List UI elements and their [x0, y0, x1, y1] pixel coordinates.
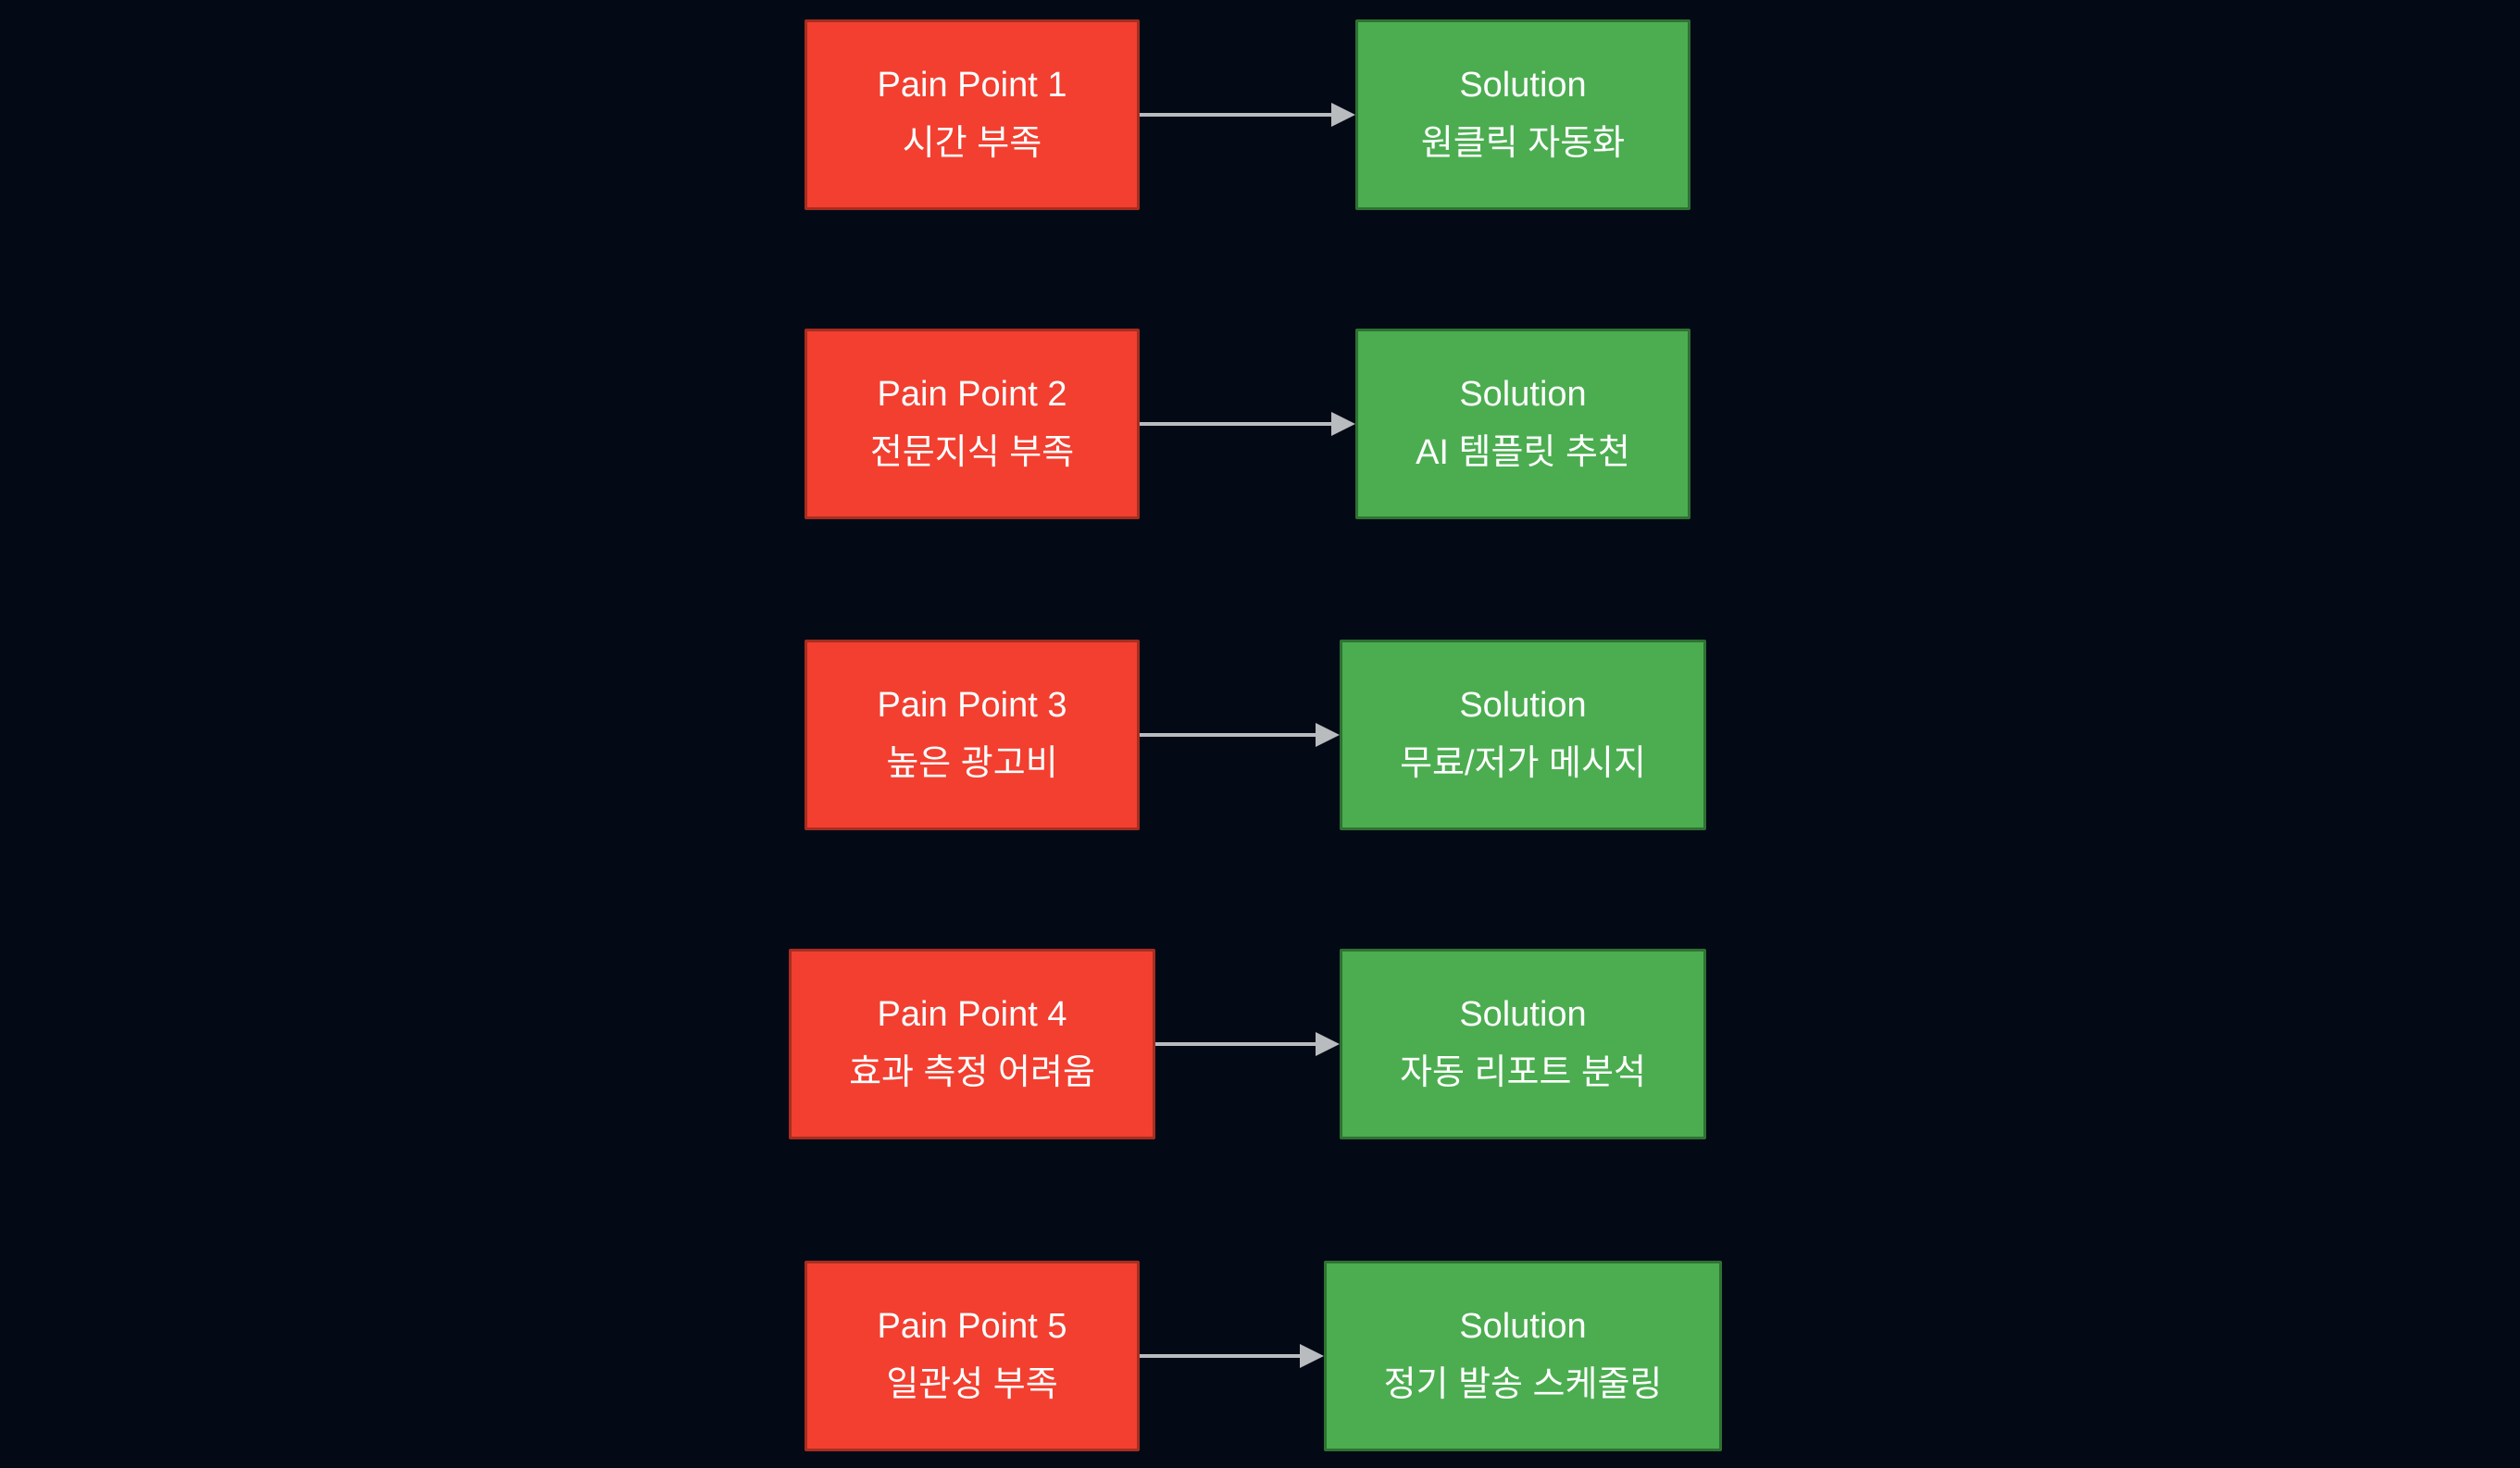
- arrow-connector: [1154, 1042, 1316, 1046]
- solution-column: Solution 정기 발송 스케줄링: [1264, 1261, 1782, 1451]
- pain-point-title: Pain Point 1: [877, 66, 1067, 105]
- pain-point-2-node: Pain Point 2 전문지식 부족: [805, 329, 1140, 519]
- solution-column: Solution AI 템플릿 추천: [1264, 329, 1782, 519]
- solution-title: Solution: [1459, 1307, 1587, 1346]
- pain-column: Pain Point 4 효과 측정 어려움: [713, 949, 1231, 1139]
- pain-point-label: 일관성 부족: [886, 1365, 1058, 1404]
- pain-column: Pain Point 2 전문지식 부족: [713, 329, 1231, 519]
- mapping-row-1: Pain Point 1 시간 부족 Solution 원클릭 자동화: [0, 19, 2520, 210]
- mapping-row-5: Pain Point 5 일관성 부족 Solution 정기 발송 스케줄링: [0, 1261, 2520, 1451]
- solution-title: Solution: [1459, 66, 1587, 105]
- pain-point-5-node: Pain Point 5 일관성 부족: [805, 1261, 1140, 1451]
- mapping-row-4: Pain Point 4 효과 측정 어려움 Solution 자동 리포트 분…: [0, 949, 2520, 1139]
- pain-point-title: Pain Point 5: [877, 1307, 1067, 1346]
- pain-point-label: 효과 측정 어려움: [849, 1053, 1095, 1092]
- pain-point-title: Pain Point 2: [877, 375, 1067, 414]
- solution-title: Solution: [1459, 375, 1587, 414]
- solution-label: 정기 발송 스케줄링: [1383, 1365, 1663, 1404]
- solution-5-node: Solution 정기 발송 스케줄링: [1323, 1261, 1723, 1451]
- solution-3-node: Solution 무료/저가 메시지: [1340, 640, 1706, 830]
- solution-label: 자동 리포트 분석: [1400, 1053, 1646, 1092]
- arrow-connector: [1140, 733, 1316, 737]
- pain-point-label: 시간 부족: [902, 124, 1042, 163]
- pain-point-1-node: Pain Point 1 시간 부족: [805, 19, 1140, 210]
- pain-point-label: 높은 광고비: [886, 744, 1058, 783]
- solution-column: Solution 원클릭 자동화: [1264, 19, 1782, 210]
- pain-point-title: Pain Point 3: [877, 686, 1067, 725]
- solution-2-node: Solution AI 템플릿 추천: [1355, 329, 1690, 519]
- mapping-row-3: Pain Point 3 높은 광고비 Solution 무료/저가 메시지: [0, 640, 2520, 830]
- pain-point-3-node: Pain Point 3 높은 광고비: [805, 640, 1140, 830]
- pain-point-4-node: Pain Point 4 효과 측정 어려움: [789, 949, 1155, 1139]
- solution-column: Solution 무료/저가 메시지: [1264, 640, 1782, 830]
- arrow-connector: [1140, 113, 1331, 117]
- pain-point-title: Pain Point 4: [877, 995, 1067, 1034]
- pain-column: Pain Point 1 시간 부족: [713, 19, 1231, 210]
- solution-label: AI 템플릿 추천: [1416, 433, 1630, 472]
- pain-column: Pain Point 5 일관성 부족: [713, 1261, 1231, 1451]
- solution-label: 원클릭 자동화: [1420, 124, 1626, 163]
- solution-column: Solution 자동 리포트 분석: [1264, 949, 1782, 1139]
- solution-title: Solution: [1459, 995, 1587, 1034]
- solution-1-node: Solution 원클릭 자동화: [1355, 19, 1690, 210]
- pain-point-label: 전문지식 부족: [869, 433, 1075, 472]
- solution-label: 무료/저가 메시지: [1400, 744, 1646, 783]
- arrow-connector: [1140, 1354, 1300, 1358]
- arrow-connector: [1140, 422, 1331, 426]
- solution-4-node: Solution 자동 리포트 분석: [1340, 949, 1706, 1139]
- pain-column: Pain Point 3 높은 광고비: [713, 640, 1231, 830]
- solution-title: Solution: [1459, 686, 1587, 725]
- mapping-row-2: Pain Point 2 전문지식 부족 Solution AI 템플릿 추천: [0, 329, 2520, 519]
